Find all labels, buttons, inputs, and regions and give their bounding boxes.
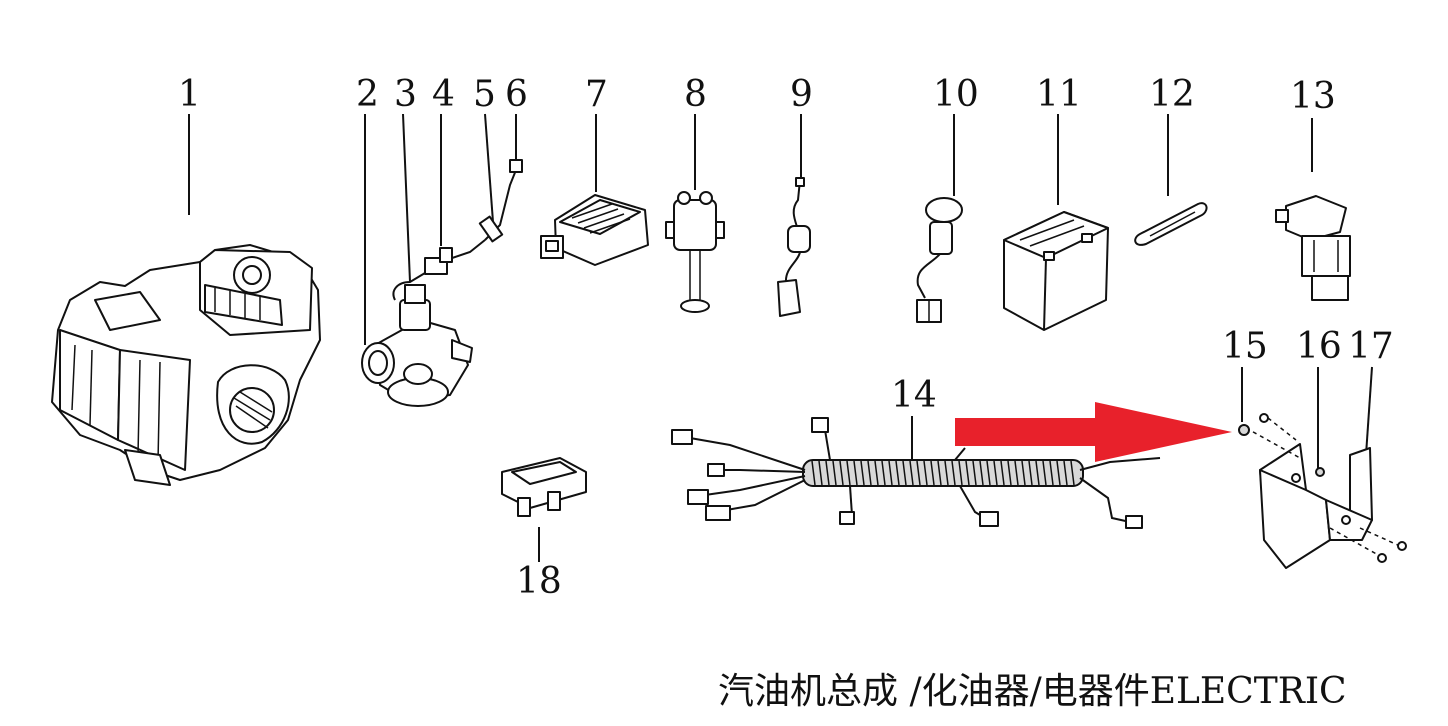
label-13: 13	[1290, 76, 1336, 117]
battery	[1003, 211, 1109, 331]
flasher-relay	[1275, 195, 1351, 301]
ignition-coil	[777, 177, 811, 317]
label-6: 6	[505, 74, 528, 115]
battery-strap	[1134, 202, 1208, 246]
diagram-caption: 汽油机总成 /化油器/电器件ELECTRIC	[718, 671, 1347, 712]
label-12: 12	[1149, 74, 1195, 115]
label-11: 11	[1036, 74, 1082, 115]
label-17: 17	[1348, 326, 1394, 367]
label-1: 1	[178, 74, 201, 115]
starter-relay	[665, 191, 725, 313]
rectangular-switch	[501, 457, 587, 517]
label-4: 4	[432, 74, 455, 115]
leader-lines	[188, 113, 1373, 562]
carburetor	[361, 284, 473, 407]
label-9: 9	[790, 74, 813, 115]
label-15: 15	[1222, 326, 1268, 367]
fuel-line-parts	[392, 159, 523, 301]
wiring-harness	[671, 417, 1161, 529]
label-14: 14	[891, 375, 937, 416]
label-2: 2	[356, 74, 379, 115]
ignition-switch	[916, 197, 963, 323]
engine-assembly	[51, 244, 321, 486]
label-7: 7	[585, 74, 608, 115]
label-16: 16	[1296, 326, 1342, 367]
label-3: 3	[394, 74, 417, 115]
rectifier-regulator	[540, 194, 649, 266]
bracket-assembly	[1238, 413, 1407, 569]
red-arrow	[955, 402, 1232, 462]
label-5: 5	[473, 74, 496, 115]
label-10: 10	[933, 74, 979, 115]
label-18: 18	[516, 561, 562, 602]
label-8: 8	[684, 74, 707, 115]
